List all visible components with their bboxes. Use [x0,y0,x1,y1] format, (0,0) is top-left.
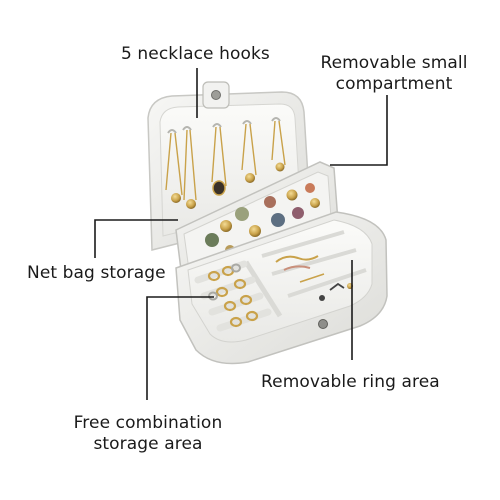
callout-removable-compartment-line2: compartment [335,74,453,94]
necklace-chains [165,120,286,201]
callout-net-bag: Net bag storage [27,263,166,283]
callout-removable-compartment: Removable small compartment [308,53,480,95]
callout-lines [94,68,388,400]
leader-small-compartment [330,95,388,166]
leader-net-bag [94,219,178,258]
necklace-hooks [167,117,281,134]
callout-removable-compartment-line1: Removable small [320,53,468,73]
compartment-jewelry [275,255,353,301]
pendants [171,162,285,209]
callout-free-combination-line1: Free combination [73,413,223,433]
callout-necklace-hooks: 5 necklace hooks [121,44,270,64]
leader-free-combination [146,296,214,400]
ring-rolls [194,260,272,332]
callout-free-combination-line2: storage area [93,434,203,454]
callout-ring-area: Removable ring area [261,372,440,392]
callout-free-combination: Free combination storage area [68,413,228,455]
